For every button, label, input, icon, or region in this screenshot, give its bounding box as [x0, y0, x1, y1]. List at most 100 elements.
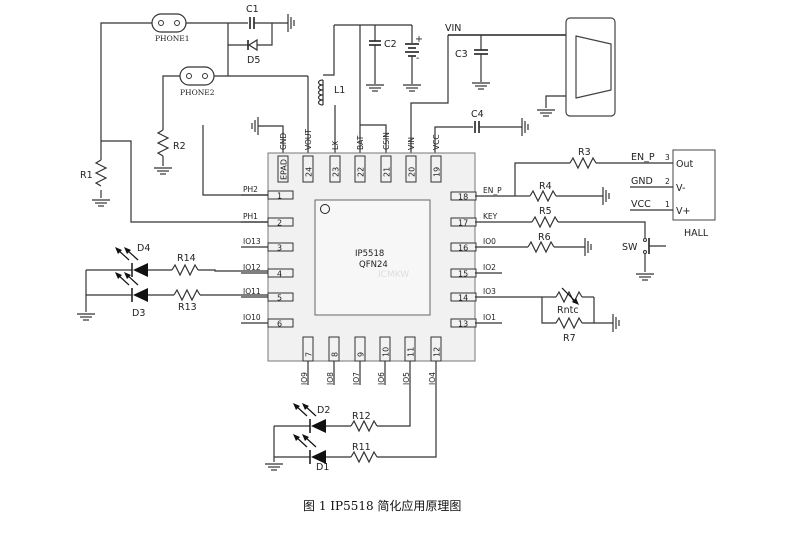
d4-label: D4 [137, 243, 150, 254]
pin-number: 22 [357, 167, 366, 177]
pin-signal-label: PH1 [243, 212, 258, 221]
pin-signal-label: VCC [432, 134, 441, 150]
pin-signal-label: IO1 [483, 313, 496, 322]
pin-number: 16 [458, 244, 468, 253]
pin-signal-label: LX [331, 141, 340, 150]
watermark: ICMKW [378, 270, 409, 280]
pin-signal-label: BAT [356, 135, 365, 150]
pin-number: 15 [458, 270, 468, 279]
pin-epad [277, 155, 289, 183]
pin-number: 18 [458, 193, 468, 202]
ip5518-chip: IP5518 QFN24 ICMKW EPADGND24VOUT23LX22BA… [241, 129, 502, 385]
r7-label: R7 [563, 333, 576, 344]
hall-pin-number: 1 [665, 200, 670, 209]
pin-signal-label: IO4 [428, 372, 437, 385]
pin-signal-label: VOUT [304, 129, 313, 150]
pin-signal-label: PH2 [243, 185, 258, 194]
pin-signal-label: IO5 [402, 372, 411, 385]
hall-pin-name: V- [676, 183, 685, 194]
power-section: L1 C2 + - VIN C3 [251, 17, 616, 155]
pin-number: 7 [305, 352, 314, 357]
pin-20 [405, 155, 417, 183]
r5-label: R5 [539, 206, 552, 217]
d1-label: D1 [316, 462, 329, 473]
d5-label: D5 [247, 55, 260, 66]
pin-signal-label: IO9 [300, 372, 309, 385]
pin-22 [354, 155, 366, 183]
pin-number: 8 [331, 352, 340, 357]
pin-number: 12 [433, 347, 442, 357]
c1-label: C1 [246, 4, 259, 15]
c3-label: C3 [455, 49, 468, 60]
pin-number: 9 [357, 352, 366, 357]
d3-label: D3 [132, 308, 145, 319]
r13-label: R13 [178, 302, 197, 313]
sw-label: SW [622, 242, 638, 253]
pin-number: 24 [305, 167, 314, 177]
pin-signal-label: CSIN [382, 132, 391, 150]
chip-package: QFN24 [359, 260, 388, 270]
figure-caption: 图 1 IP5518 简化应用原理图 [303, 498, 461, 513]
pin-number: 1 [277, 192, 282, 201]
pin-signal-label: IO6 [377, 372, 386, 385]
chip-name: IP5518 [355, 249, 384, 259]
pin-number: 20 [408, 167, 417, 177]
r14-label: R14 [177, 253, 196, 264]
usb-connector [565, 17, 616, 117]
phone2-label: PHONE2 [180, 88, 215, 97]
r2-label: R2 [173, 141, 186, 152]
pin-number: 13 [458, 320, 468, 329]
pin-24 [302, 155, 314, 183]
pin-number: EPAD [280, 159, 289, 180]
pin-signal-label: IO0 [483, 237, 496, 246]
pin-signal-label: GND [279, 133, 288, 150]
pin-number: 4 [277, 270, 282, 279]
pin-number: 10 [382, 347, 391, 357]
battery-minus: - [416, 53, 419, 64]
pin-signal-label: IO7 [352, 372, 361, 385]
hall-pin-number: 2 [665, 177, 670, 186]
d2-label: D2 [317, 405, 330, 416]
hall-label: HALL [684, 228, 709, 239]
pin-signal-label: KEY [483, 212, 498, 221]
pin-signal-label: IO8 [326, 372, 335, 385]
pin-number: 2 [277, 219, 282, 228]
hall-net-label: GND [631, 176, 653, 187]
vin-label: VIN [445, 23, 461, 34]
pin-number: 5 [277, 294, 282, 303]
hall-net-label: VCC [631, 199, 651, 210]
r6-label: R6 [538, 232, 551, 243]
r11-label: R11 [352, 442, 371, 453]
pin-23 [329, 155, 341, 183]
pin-number: 19 [433, 167, 442, 177]
r3-label: R3 [578, 147, 591, 158]
pin-number: 3 [277, 244, 282, 253]
phone1-jack: PHONE1 [151, 13, 190, 43]
pin-number: 17 [458, 219, 468, 228]
c2-label: C2 [384, 39, 397, 50]
pin-signal-label: EN_P [483, 186, 502, 195]
pin-signal-label: IO2 [483, 263, 496, 272]
pin-number: 23 [332, 167, 341, 177]
hall-pin-name: Out [676, 159, 693, 170]
pin-signal-label: IO13 [243, 237, 261, 246]
pin-signal-label: IO10 [243, 313, 261, 322]
c4-label: C4 [471, 109, 484, 120]
rntc-label: Rntc [557, 305, 579, 316]
pin-signal-label: IO11 [243, 287, 261, 296]
pin-number: 11 [407, 347, 416, 357]
right-section: R3 R4 R5 SW R6 [475, 147, 716, 344]
hall-pin-number: 3 [665, 153, 670, 162]
push-switch: SW [622, 238, 666, 281]
phone2-jack: PHONE2 [179, 66, 215, 97]
phone-section: PHONE1 C1 D5 PHONE2 R2 R1 [80, 4, 309, 223]
pin-number: 6 [277, 320, 282, 329]
bottom-led-section: D2 R12 D1 R11 [264, 361, 437, 473]
pin-19 [430, 155, 442, 183]
hall-net-label: EN_P [631, 152, 655, 163]
pin-signal-label: VIN [407, 137, 416, 150]
hall-pin-name: V+ [676, 206, 690, 217]
r1-label: R1 [80, 170, 93, 181]
